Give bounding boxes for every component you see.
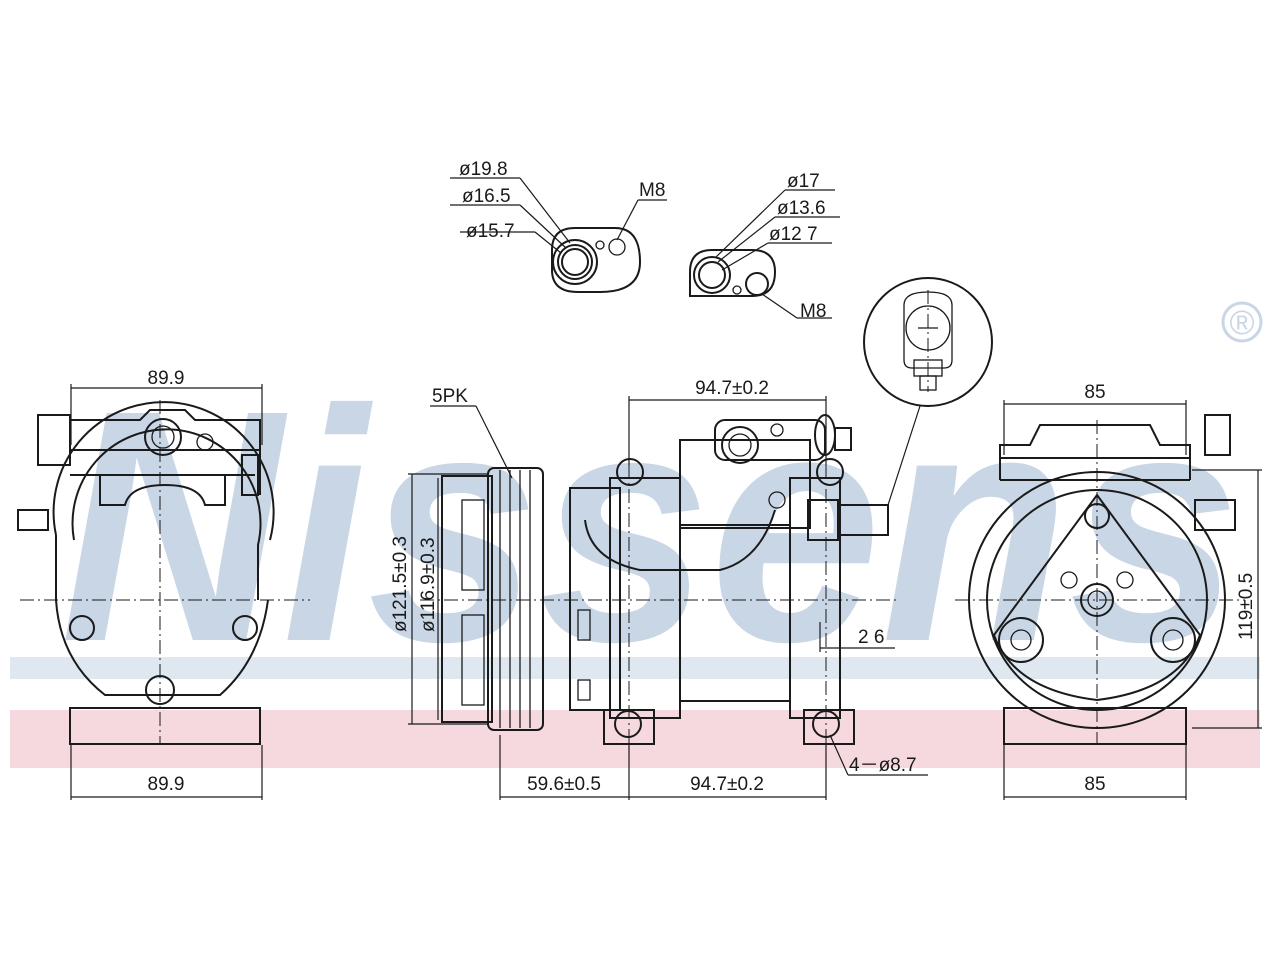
front-view: 89.9 89.9 (17, 368, 310, 800)
watermark-brand: Nissens (60, 341, 1240, 710)
fitting-right-d1-label: ø17 (787, 171, 820, 192)
registered-mark: ® (1229, 304, 1254, 342)
pulley-outer-diameter-label: ø121.5±0.3 (390, 536, 411, 632)
belt-type-label: 5PK (432, 386, 468, 407)
watermark-band-blue (10, 657, 1260, 679)
watermark: Nissens ® (10, 301, 1263, 768)
pulley-inner-diameter-label: ø116.9±0.3 (418, 537, 439, 632)
fitting-left-thread-label: M8 (639, 180, 665, 201)
registered-mark-circle (1221, 301, 1263, 343)
fitting-right-d2-label: ø13.6 (777, 198, 826, 219)
mount-spacing-label: 94.7±0.2 (690, 774, 764, 795)
fitting-detail-left: ø19.8 ø16.5 ø15.7 M8 (450, 159, 667, 293)
rear-top-width-label: 85 (1084, 382, 1105, 403)
fitting-detail-right: ø17 ø13.6 ø12 7 M8 (689, 171, 840, 322)
fitting-right-thread-label: M8 (800, 301, 826, 322)
fitting-left-d2-label: ø16.5 (462, 186, 511, 207)
front-top-width-label: 89.9 (148, 368, 185, 389)
fitting-left-d3-label: ø15.7 (466, 221, 515, 242)
connector-detail (863, 277, 993, 506)
rear-bottom-width-label: 85 (1084, 774, 1105, 795)
rear-height-label: 119±0.5 (1236, 573, 1257, 640)
mount-holes-label: 4－ø8.7 (849, 755, 917, 776)
side-view: 94.7±0.2 5PK (390, 378, 928, 800)
fitting-right-d3-label: ø12 7 (769, 224, 818, 245)
fitting-left-d1-label: ø19.8 (459, 159, 508, 180)
front-bottom-width-label: 89.9 (148, 774, 185, 795)
pulley-offset-label: 59.6±0.5 (527, 774, 601, 795)
rear-view: 85 119±0.5 85 (955, 382, 1262, 800)
side-port-spacing-label: 94.7±0.2 (695, 378, 769, 399)
mount-width-label: 2 6 (858, 627, 884, 648)
